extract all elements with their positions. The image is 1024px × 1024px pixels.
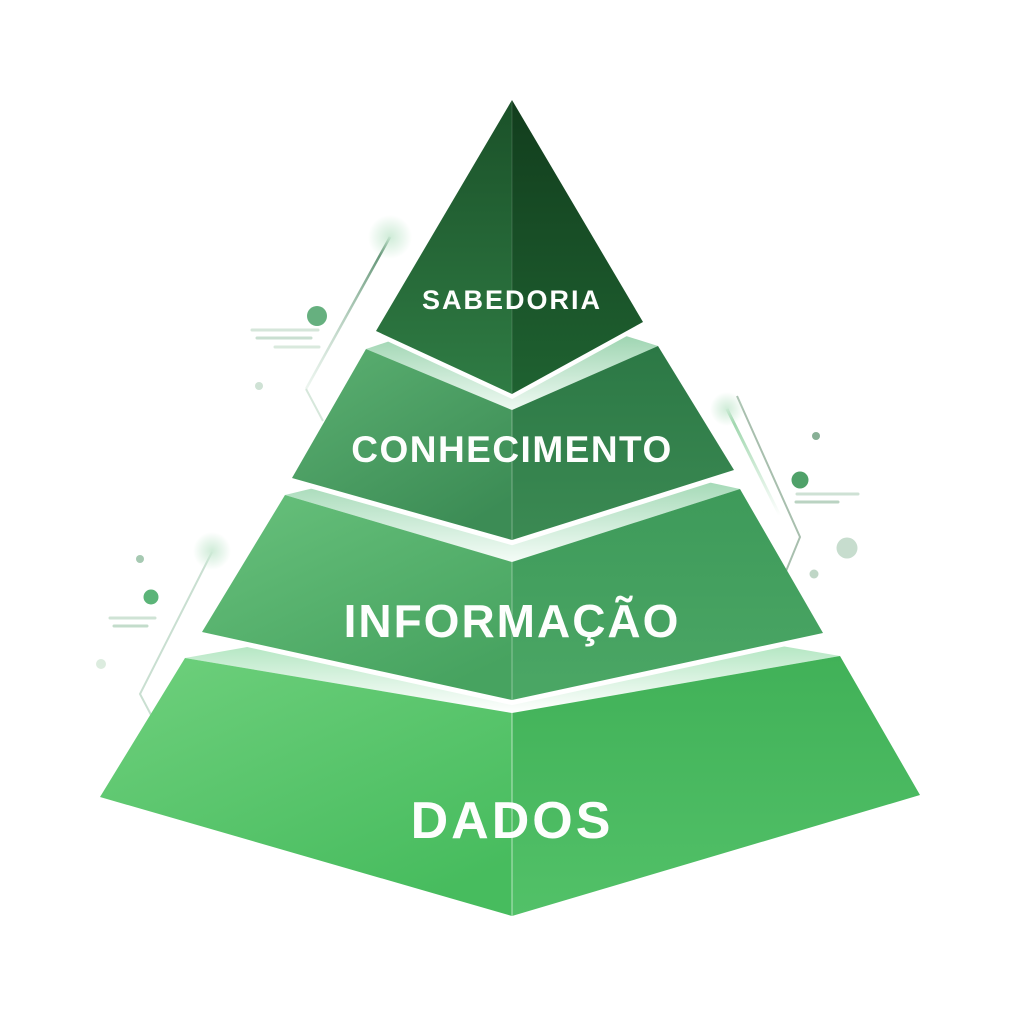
label-informacao: INFORMAÇÃO	[344, 595, 681, 647]
label-conhecimento: CONHECIMENTO	[351, 429, 673, 470]
label-dados: DADOS	[411, 792, 614, 850]
decor-line-bend-upper-left	[305, 388, 324, 422]
label-sabedoria: SABEDORIA	[422, 285, 602, 315]
tier-sabedoria-left-face	[376, 100, 512, 394]
accent-dot-lower-left	[143, 589, 159, 605]
glow-line-right	[725, 408, 782, 517]
decor-chevron-line-right	[736, 395, 802, 577]
tier-conhecimento-left-face	[292, 349, 512, 540]
tier-informacao-right-face	[512, 489, 823, 700]
accent-dot-right	[791, 471, 809, 489]
tier-sabedoria	[376, 100, 643, 394]
glow-dot-lower-left	[193, 532, 231, 570]
small-dot	[96, 659, 106, 669]
accent-dot-upper-left	[307, 306, 327, 326]
tier-conhecimento-right-face	[512, 346, 734, 540]
small-dot	[136, 555, 144, 563]
decorative-elements	[96, 215, 860, 767]
small-dot	[255, 382, 263, 390]
tier-dados-left-face	[100, 658, 512, 916]
tier-dados-right-face	[512, 656, 920, 916]
glow-dot-upper-left	[368, 215, 412, 259]
small-dot	[809, 569, 819, 579]
glow-dot-right	[710, 392, 744, 426]
tier-informacao-left-face	[202, 495, 512, 700]
pale-dot-right	[836, 537, 858, 559]
tier-sabedoria-right-face	[512, 100, 643, 394]
small-dot	[812, 432, 820, 440]
decor-diagonal-line-upper-left	[304, 236, 392, 390]
